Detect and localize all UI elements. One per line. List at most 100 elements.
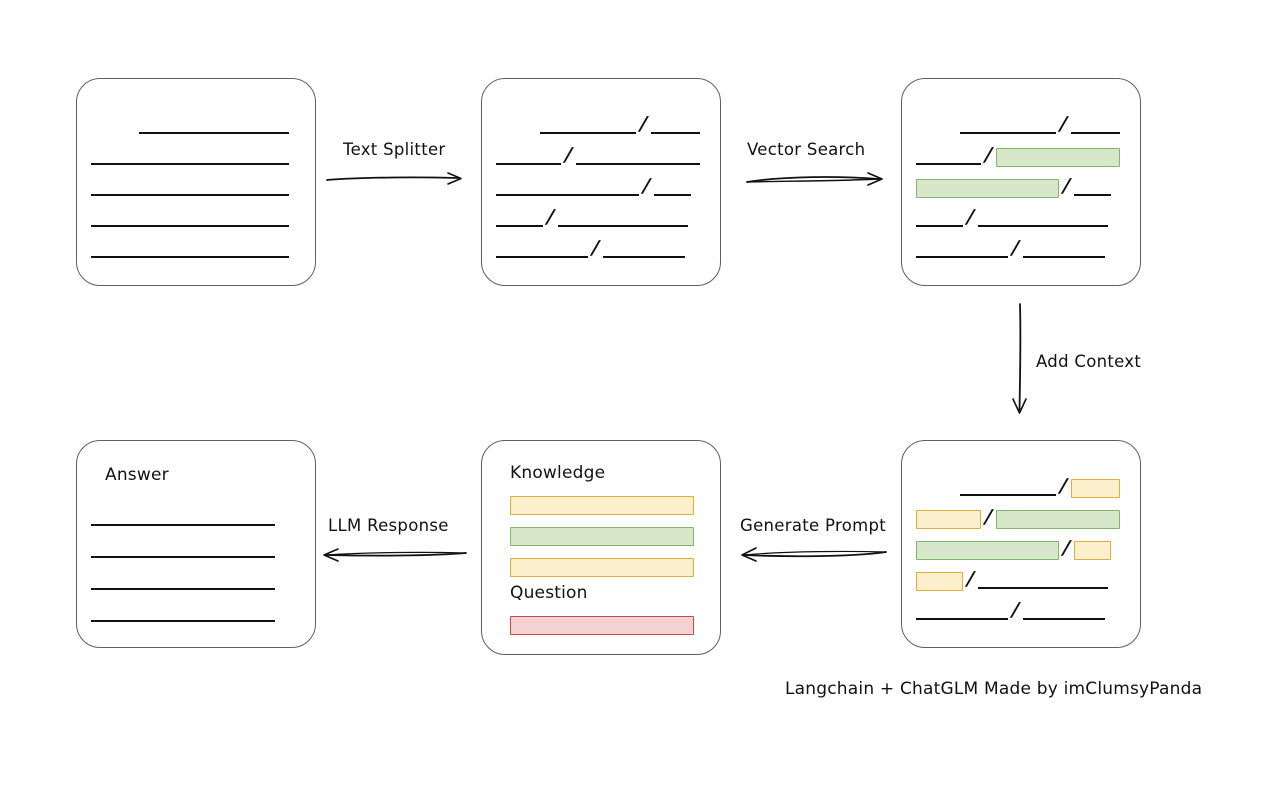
document-line	[139, 115, 289, 137]
document-line: /	[496, 175, 691, 199]
text-line-segment	[91, 507, 275, 529]
highlight-yellow-segment	[916, 509, 981, 529]
document-line: /	[916, 237, 1105, 261]
highlight-yellow-segment	[916, 571, 963, 591]
chunk-separator: /	[639, 113, 648, 135]
chunk-separator: /	[1011, 237, 1020, 259]
diagram-caption: Langchain + ChatGLM Made by imClumsyPand…	[785, 679, 1203, 699]
context-chunks-rows: /////	[902, 441, 1140, 647]
text-line-segment	[960, 477, 1056, 499]
text-line-segment	[653, 177, 691, 199]
text-line-segment	[139, 115, 289, 137]
prompt-bar-green	[510, 527, 694, 546]
document-line: /	[496, 237, 685, 261]
text-line-segment	[916, 239, 1008, 261]
text-line-segment	[91, 571, 275, 593]
text-line-segment	[602, 239, 685, 261]
answer-title: Answer	[105, 465, 169, 485]
edge-generate-prompt-arrow	[741, 547, 887, 562]
highlight-green-segment	[995, 509, 1120, 529]
highlight-green-segment	[916, 540, 1059, 560]
document-line: /	[916, 206, 1108, 230]
chunk-separator: /	[966, 568, 975, 590]
document-line	[91, 507, 275, 529]
chunk-separator: /	[1059, 475, 1068, 497]
chunk-separator: /	[642, 175, 651, 197]
matched-chunks-rows: / / / / /	[902, 79, 1140, 285]
text-line-segment	[496, 146, 561, 168]
edge-vector-search: Vector Search	[745, 140, 890, 190]
edge-generate-prompt: Generate Prompt	[738, 516, 890, 566]
text-line-segment	[1022, 239, 1105, 261]
document-line	[91, 177, 289, 199]
edge-llm-response-label: LLM Response	[328, 516, 449, 535]
text-line-segment	[91, 239, 289, 261]
edge-add-context-arrow	[1012, 303, 1027, 414]
edge-vector-search-arrow	[746, 172, 883, 186]
document-line: /	[960, 113, 1120, 137]
text-line-segment	[575, 146, 700, 168]
document-line	[91, 539, 275, 561]
chunk-separator: /	[564, 144, 573, 166]
prompt-bar-yellow	[510, 496, 694, 515]
card-matched-chunks[interactable]: / / / / /	[901, 78, 1141, 286]
prompt-bar-yellow	[510, 558, 694, 577]
document-line: /	[916, 568, 1108, 592]
text-line-segment	[540, 115, 636, 137]
card-prompt[interactable]: Knowledge Question	[481, 440, 721, 655]
document-line	[91, 603, 275, 625]
answer-rows	[77, 441, 315, 647]
document-line	[91, 146, 289, 168]
edge-llm-response-arrow	[323, 548, 467, 562]
edge-text-splitter-arrow	[326, 172, 462, 185]
edge-vector-search-label: Vector Search	[747, 140, 866, 159]
chunk-separator: /	[966, 206, 975, 228]
document-line: /	[540, 113, 700, 137]
highlight-yellow-segment	[1070, 478, 1120, 498]
text-line-segment	[916, 146, 981, 168]
text-line-segment	[496, 239, 588, 261]
chunk-separator: /	[1062, 175, 1071, 197]
edge-add-context: Add Context	[1006, 302, 1166, 422]
edge-text-splitter-label: Text Splitter	[343, 140, 446, 159]
card-answer[interactable]: Answer	[76, 440, 316, 648]
chunk-separator: /	[591, 237, 600, 259]
text-line-segment	[91, 603, 275, 625]
text-line-segment	[916, 601, 1008, 623]
text-line-segment	[557, 208, 688, 230]
document-line	[91, 208, 289, 230]
document-line: /	[916, 537, 1111, 561]
source-document-rows	[77, 79, 315, 285]
document-line	[91, 571, 275, 593]
text-line-segment	[496, 208, 543, 230]
edge-add-context-label: Add Context	[1036, 352, 1142, 371]
document-line: /	[916, 506, 1120, 530]
text-line-segment	[1070, 115, 1120, 137]
chunk-separator: /	[546, 206, 555, 228]
text-line-segment	[91, 177, 289, 199]
chunk-separator: /	[1059, 113, 1068, 135]
document-line: /	[916, 175, 1111, 199]
prompt-heading-knowledge: Knowledge	[510, 463, 606, 483]
document-line: /	[496, 144, 700, 168]
text-line-segment	[977, 208, 1108, 230]
card-context-chunks[interactable]: /////	[901, 440, 1141, 648]
chunk-separator: /	[1062, 537, 1071, 559]
highlight-green-segment	[916, 178, 1059, 198]
prompt-heading-question: Question	[510, 583, 588, 603]
text-line-segment	[650, 115, 700, 137]
document-line	[91, 239, 289, 261]
chunk-separator: /	[984, 144, 993, 166]
text-line-segment	[91, 208, 289, 230]
card-source-document[interactable]	[76, 78, 316, 286]
document-line: /	[960, 475, 1120, 499]
card-split-chunks[interactable]: / / / / /	[481, 78, 721, 286]
text-line-segment	[977, 570, 1108, 592]
document-line: /	[916, 144, 1120, 168]
text-line-segment	[1022, 601, 1105, 623]
text-line-segment	[91, 146, 289, 168]
document-line: /	[496, 206, 688, 230]
text-line-segment	[1073, 177, 1111, 199]
edge-text-splitter: Text Splitter	[325, 140, 470, 190]
